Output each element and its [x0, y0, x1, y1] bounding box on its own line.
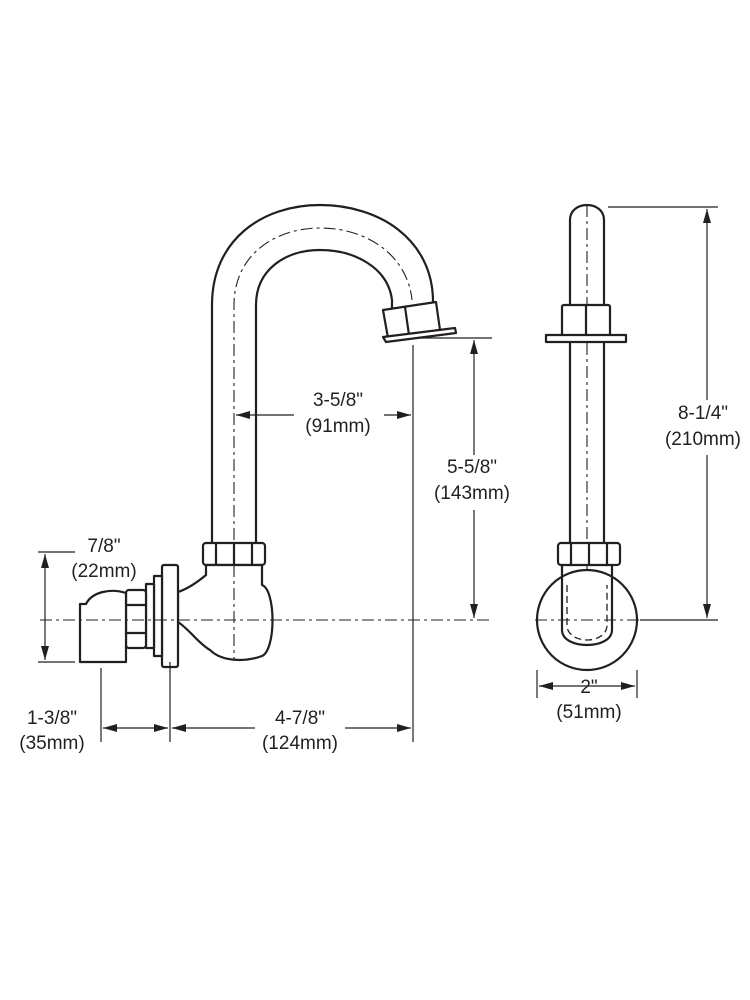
front-valve-body	[535, 563, 640, 672]
overall-height-metric: (210mm)	[665, 429, 741, 450]
dimension-labels: 3-5/8" (91mm) 5-5/8" (143mm) 8-1/4" (210…	[19, 390, 741, 754]
wall-flange	[144, 563, 180, 669]
spout-tube	[210, 203, 435, 547]
dimension-lines	[38, 206, 718, 742]
inlet-depth-imperial: 1-3/8"	[27, 708, 77, 729]
spout-tube-inner	[254, 248, 394, 547]
front-hex-nut	[556, 541, 622, 567]
side-hex-nut	[201, 541, 267, 567]
spout-reach-imperial: 3-5/8"	[313, 390, 363, 411]
inlet-nut	[124, 588, 148, 650]
spout-height-imperial: 5-5/8"	[447, 457, 497, 478]
body-width-metric: (51mm)	[556, 702, 621, 723]
spout-reach-metric: (91mm)	[305, 416, 370, 437]
inlet-elbow	[78, 589, 128, 664]
body-width-imperial: 2"	[580, 677, 597, 698]
inlet-offset-imperial: 7/8"	[87, 536, 120, 557]
wall-to-spout-metric: (124mm)	[262, 733, 338, 754]
spout-centerline	[233, 227, 413, 540]
inlet-depth-metric: (35mm)	[19, 733, 84, 754]
front-view	[535, 204, 640, 672]
spout-height-metric: (143mm)	[434, 483, 510, 504]
front-aerator	[544, 303, 628, 344]
side-valve-body	[176, 563, 274, 662]
aerator	[381, 300, 458, 344]
wall-to-spout-imperial: 4-7/8"	[275, 708, 325, 729]
inlet-offset-metric: (22mm)	[71, 561, 136, 582]
side-view	[40, 203, 490, 669]
overall-height-imperial: 8-1/4"	[678, 403, 728, 424]
